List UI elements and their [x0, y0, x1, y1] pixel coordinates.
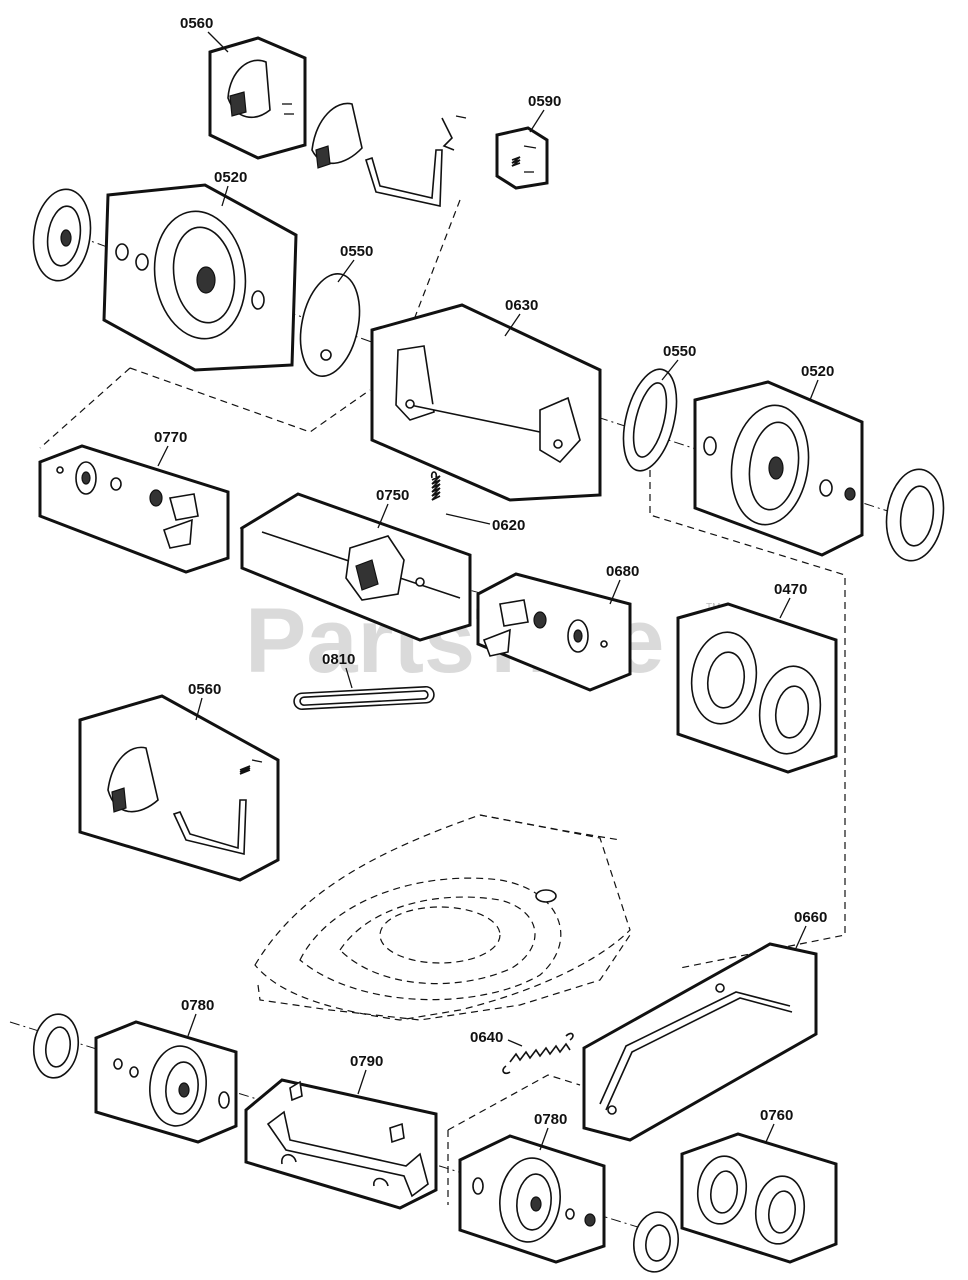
- leader-0560-mid: [195, 697, 203, 721]
- hub-cap-bottom-left: [32, 1013, 80, 1079]
- leader-0790: [357, 1069, 367, 1095]
- callout-0560-mid: 0560: [188, 681, 221, 698]
- part-box-0520-right[interactable]: [693, 380, 864, 557]
- callout-0640: 0640: [470, 1029, 503, 1046]
- callout-0550-left: 0550: [340, 243, 373, 260]
- hub-cap-right: [885, 468, 945, 562]
- leader-0590: [529, 109, 545, 133]
- callout-0520-right: 0520: [801, 363, 834, 380]
- part-box-0680[interactable]: [476, 572, 632, 692]
- wheel-disc-0550-right: [622, 368, 678, 472]
- leader-0550-right: [661, 359, 679, 381]
- callout-0550-right: 0550: [663, 343, 696, 360]
- leader-0640: [507, 1039, 523, 1047]
- leader-0780-right: [539, 1127, 549, 1151]
- callout-0760: 0760: [760, 1107, 793, 1124]
- mower-deck: [254, 814, 631, 1021]
- part-box-0560-top[interactable]: [208, 36, 307, 160]
- assembly-dashed-lines: [39, 199, 846, 1205]
- leader-0760: [765, 1123, 775, 1143]
- leader-0770: [157, 445, 169, 467]
- leader-0550-left: [337, 259, 355, 283]
- leader-0520-left: [221, 185, 229, 207]
- callout-0520-left: 0520: [214, 169, 247, 186]
- part-box-0760[interactable]: [680, 1132, 838, 1264]
- part-box-0780-right[interactable]: [458, 1134, 606, 1264]
- hub-cap-left: [32, 188, 92, 282]
- callout-0560-top: 0560: [180, 15, 213, 32]
- part-box-0770[interactable]: [38, 444, 230, 574]
- spring-0620: [430, 471, 441, 501]
- part-box-0790[interactable]: [244, 1078, 438, 1210]
- callout-0750: 0750: [376, 487, 409, 504]
- leader-0660: [795, 925, 807, 949]
- callout-0470: 0470: [774, 581, 807, 598]
- callout-0780-left: 0780: [181, 997, 214, 1014]
- part-box-0630[interactable]: [370, 303, 602, 502]
- leader-0520-right: [809, 379, 819, 401]
- callout-0780-right: 0780: [534, 1111, 567, 1128]
- wheel-disc-0550-left: [299, 273, 361, 377]
- part-box-0470[interactable]: [676, 602, 838, 774]
- leader-0470: [779, 597, 791, 619]
- part-box-0590[interactable]: [495, 126, 549, 190]
- part-box-0660[interactable]: [582, 942, 818, 1142]
- leader-0630: [504, 313, 521, 337]
- callout-0770: 0770: [154, 429, 187, 446]
- height-adjuster-lever-loose: [311, 102, 467, 207]
- part-box-0780-left[interactable]: [94, 1020, 238, 1144]
- callout-0680: 0680: [606, 563, 639, 580]
- callout-0660: 0660: [794, 909, 827, 926]
- callout-0630: 0630: [505, 297, 538, 314]
- callout-0620: 0620: [492, 517, 525, 534]
- hub-cap-bottom: [633, 1211, 679, 1273]
- leader-0810: [345, 667, 353, 689]
- spring-0640: [502, 1032, 574, 1075]
- part-box-0520-left[interactable]: [102, 183, 298, 372]
- belt-0810: [293, 685, 435, 711]
- part-box-0560-mid[interactable]: [78, 694, 280, 882]
- leader-0750: [377, 503, 389, 529]
- leader-0680: [609, 579, 621, 605]
- leader-0620: [445, 513, 491, 525]
- leader-0780-left: [187, 1013, 197, 1037]
- part-box-0750[interactable]: [240, 492, 472, 642]
- callout-0810: 0810: [322, 651, 355, 668]
- leader-0560-top: [207, 31, 229, 53]
- callout-0790: 0790: [350, 1053, 383, 1070]
- callout-0590: 0590: [528, 93, 561, 110]
